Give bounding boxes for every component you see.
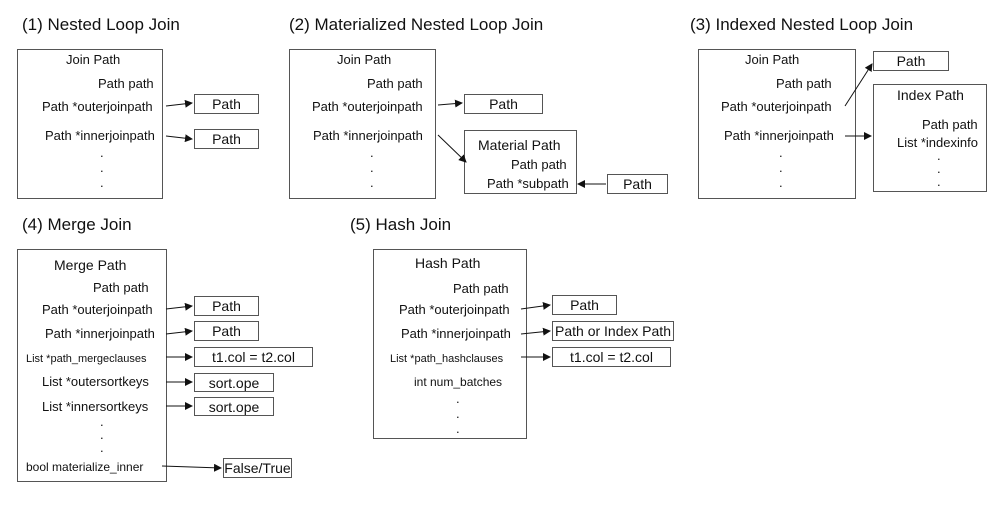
material-field-subpath: Path *subpath [487,176,569,191]
title-merge-join: (4) Merge Join [22,215,132,234]
hash-field-outerjoinpath: Path *outerjoinpath [399,302,510,317]
merge-field-path: Path path [93,280,149,295]
arrow-hash-outer [520,301,551,310]
title-hash-join: (5) Hash Join [350,215,452,234]
title-indexed-nested-loop-join: (3) Indexed Nested Loop Join [690,15,914,34]
materialize-inner-value-node: False/True [223,458,292,478]
merge-ellipsis-dot: . [100,414,104,429]
arrow-merge-outer [165,302,193,311]
indexed-ellipsis-dot: . [779,145,783,160]
nested-ellipsis-dot: . [100,175,104,190]
nested-ellipsis-dot: . [100,160,104,175]
arrow-nested-inner [165,134,193,143]
arrow-nested-outer [165,99,193,108]
hash-inner-path-node: Path or Index Path [552,321,674,341]
materialized-ellipsis-dot: . [370,160,374,175]
merge-ellipsis-dot: . [100,440,104,455]
index-ellipsis-dot: . [937,174,941,189]
arrow-indexed-outer [844,63,873,107]
indexed-outer-path-node: Path [873,51,949,71]
hash-outer-path-node: Path [552,295,617,315]
hash-path-header: Hash Path [415,255,481,271]
materialized-field-outerjoinpath: Path *outerjoinpath [312,99,423,114]
index-path-header: Index Path [897,87,964,103]
indexed-field-innerjoinpath: Path *innerjoinpath [724,128,834,143]
merge-field-outersortkeys: List *outersortkeys [42,374,149,389]
merge-inner-path-node: Path [194,321,259,341]
merge-path-box: Merge Path Path path Path *outerjoinpath… [17,249,167,482]
merge-outer-path-node: Path [194,296,259,316]
hash-ellipsis-dot: . [456,421,460,436]
merge-ellipsis-dot: . [100,427,104,442]
nested-join-path-box: Join Path Path path Path *outerjoinpath … [17,49,163,199]
hash-field-hashclauses: List *path_hashclauses [390,353,504,365]
nested-field-innerjoinpath: Path *innerjoinpath [45,128,155,143]
hash-field-path: Path path [453,281,509,296]
materialized-join-path-box: Join Path Path path Path *outerjoinpath … [289,49,436,199]
index-field-indexinfo: List *indexinfo [897,135,978,150]
nested-ellipsis-dot: . [100,145,104,160]
merge-field-outerjoinpath: Path *outerjoinpath [42,302,153,317]
hash-field-num-batches: int num_batches [414,375,503,389]
material-field-path: Path path [511,157,567,172]
arrow-merge-materialize [161,463,222,472]
hash-path-box: Hash Path Path path Path *outerjoinpath … [373,249,527,439]
material-path-header: Material Path [478,137,561,153]
title-nested-loop-join: (1) Nested Loop Join [22,15,180,34]
indexed-ellipsis-dot: . [779,160,783,175]
materialized-ellipsis-dot: . [370,145,374,160]
arrow-hash-inner [520,327,551,336]
index-ellipsis-dot: . [937,161,941,176]
indexed-field-path: Path path [776,76,832,91]
title-materialized-nested-loop-join: (2) Materialized Nested Loop Join [289,15,544,34]
materialized-field-innerjoinpath: Path *innerjoinpath [313,128,423,143]
hash-ellipsis-dot: . [456,391,460,406]
nested-field-path: Path path [98,76,154,91]
hash-clause-node: t1.col = t2.col [552,347,671,367]
nested-inner-path-node: Path [194,129,259,149]
merge-outer-sortkey-node: sort.ope [194,373,274,392]
hash-ellipsis-dot: . [456,406,460,421]
index-field-path: Path path [922,117,978,132]
indexed-ellipsis-dot: . [779,175,783,190]
material-subpath-target-node: Path [607,174,668,194]
merge-inner-sortkey-node: sort.ope [194,397,274,416]
nested-join-path-header: Join Path [66,52,121,67]
merge-field-innerjoinpath: Path *innerjoinpath [45,326,155,341]
nested-field-outerjoinpath: Path *outerjoinpath [42,99,153,114]
materialized-join-path-header: Join Path [337,52,392,67]
merge-field-materialize-inner: bool materialize_inner [26,460,144,474]
indexed-field-outerjoinpath: Path *outerjoinpath [721,99,832,114]
indexed-join-path-box: Join Path Path path Path *outerjoinpath … [698,49,856,199]
merge-clause-node: t1.col = t2.col [194,347,313,367]
merge-field-mergeclauses: List *path_mergeclauses [26,353,147,365]
merge-field-innersortkeys: List *innersortkeys [42,399,149,414]
arrow-materialized-inner [437,134,467,163]
index-ellipsis-dot: . [937,148,941,163]
arrow-materialized-outer [437,99,463,108]
arrow-merge-inner [165,327,193,336]
nested-outer-path-node: Path [194,94,259,114]
materialized-field-path: Path path [367,76,423,91]
merge-path-header: Merge Path [54,257,127,273]
materialized-ellipsis-dot: . [370,175,374,190]
materialized-outer-path-node: Path [464,94,543,114]
index-path-box: Index Path Path path List *indexinfo . .… [873,84,987,192]
hash-field-innerjoinpath: Path *innerjoinpath [401,326,511,341]
indexed-join-path-header: Join Path [745,52,800,67]
